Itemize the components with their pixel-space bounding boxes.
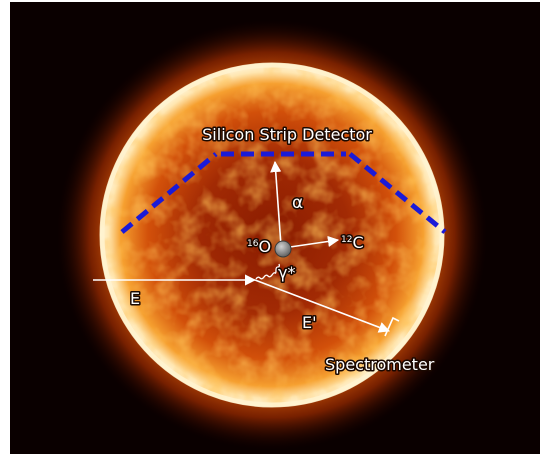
gamma-label: γ*: [278, 263, 295, 282]
spectrometer-bracket: [384, 316, 400, 337]
incoming-electron-label: E: [130, 289, 140, 308]
oxygen-symbol: O: [258, 237, 271, 256]
oxygen-nucleus: [274, 240, 292, 258]
alpha-arrow: [270, 160, 282, 247]
carbon-symbol: C: [352, 233, 363, 252]
sun: [99, 62, 445, 408]
alpha-label: α: [292, 193, 303, 213]
oxygen-label: 16O: [247, 237, 271, 256]
oxygen-mass-number: 16: [247, 239, 259, 249]
carbon-mass-number: 12: [341, 235, 352, 245]
scattered-electron-arrow: [254, 279, 391, 333]
carbon-label: 12C: [341, 233, 364, 252]
spectrometer-label: Spectrometer: [325, 355, 435, 374]
scattered-electron-label: E': [302, 313, 317, 332]
carbon-arrow: [289, 235, 340, 248]
detector-label: Silicon Strip Detector: [202, 125, 372, 144]
silicon-strip-detector: [120, 151, 447, 234]
virtual-photon-wiggle: [255, 263, 280, 280]
